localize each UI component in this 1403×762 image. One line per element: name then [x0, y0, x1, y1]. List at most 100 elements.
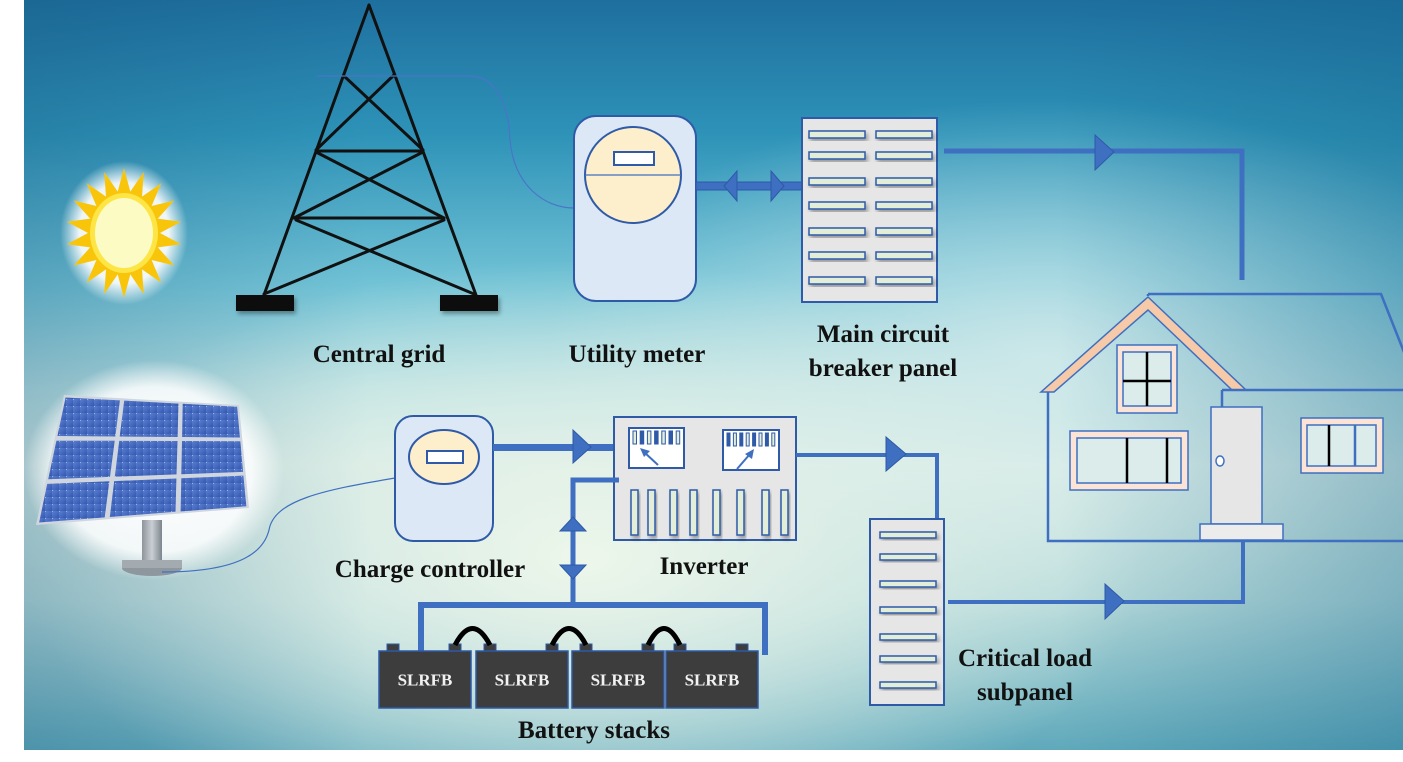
breaker-slot: [875, 177, 933, 186]
gauge-tick: [726, 432, 731, 447]
breaker-slot: [879, 655, 937, 663]
charge-controller-icon[interactable]: [394, 415, 494, 542]
solar-cell: [39, 481, 110, 523]
breaker-slot: [808, 177, 866, 186]
gauge-tick: [739, 432, 744, 447]
critical-subpanel-label-line1: Critical load: [957, 645, 1092, 672]
inverter-icon[interactable]: [613, 416, 797, 541]
battery-jumper-cable: [452, 626, 493, 647]
battery-body: [665, 650, 759, 709]
breaker-slot: [808, 201, 866, 210]
battery-stacks-label: Battery stacks: [517, 717, 671, 744]
battery-body: [475, 650, 569, 709]
gauge-tick: [758, 432, 763, 447]
breaker-slot: [808, 227, 866, 236]
breaker-slot: [808, 276, 866, 285]
breaker-slot: [879, 580, 937, 588]
breaker-slot: [879, 681, 937, 689]
tower-foot-left: [236, 295, 294, 311]
battery-body: [378, 650, 472, 709]
sun-icon: [60, 161, 188, 305]
solar-cell: [114, 440, 178, 477]
solar-cell: [57, 397, 120, 437]
diagram-svg: SLRFB SLRFB SLRFB SLRFB: [24, 3, 1403, 709]
utility-meter-icon[interactable]: [573, 115, 697, 302]
battery-label: SLRFB: [685, 671, 740, 690]
inverter-slot: [630, 489, 639, 536]
main-breaker-panel-icon[interactable]: [801, 117, 938, 303]
battery-body: [571, 650, 665, 709]
gauge-tick: [745, 432, 750, 447]
gauge-tick: [632, 430, 637, 445]
critical-subpanel-label: Critical load subpanel: [950, 642, 1100, 710]
tower-foot-right: [440, 295, 498, 311]
main-panel-label: Main circuit breaker panel: [788, 318, 978, 386]
solar-panel-icon: [24, 360, 284, 580]
transmission-tower-icon: [262, 3, 478, 297]
inverter-to-subpanel-link: [796, 435, 939, 520]
breaker-slot: [808, 130, 866, 139]
central-grid-label: Central grid: [312, 341, 446, 368]
controller-to-inverter-link: [493, 428, 617, 465]
inverter-slot: [669, 489, 678, 536]
battery-label: SLRFB: [495, 671, 550, 690]
solar-cell: [119, 400, 179, 437]
battery-label: SLRFB: [398, 671, 453, 690]
panel-to-house-link: [944, 133, 1245, 280]
gauge-tick: [654, 430, 659, 445]
inverter-gauge-right: [722, 429, 780, 471]
main-panel-label-line1: Main circuit: [816, 321, 950, 348]
subpanel-to-house-link: [948, 541, 1245, 621]
breaker-slot: [808, 151, 866, 160]
inverter-slot: [647, 489, 656, 536]
inverter-slot: [761, 489, 770, 536]
solar-cell: [109, 478, 177, 517]
gauge-tick: [764, 432, 769, 447]
breaker-slot: [808, 251, 866, 260]
solar-cell: [181, 441, 244, 475]
inverter-label: Inverter: [659, 553, 749, 580]
breaker-slot: [875, 227, 933, 236]
breaker-slot: [875, 151, 933, 160]
gauge-tick: [661, 430, 666, 445]
grid-to-meter-wire: [316, 75, 575, 209]
battery-cell: SLRFB: [665, 643, 759, 709]
inverter-gauge-left: [628, 427, 685, 469]
breaker-slot: [875, 201, 933, 210]
gauge-tick: [752, 432, 757, 447]
breaker-slot: [879, 553, 937, 561]
diagram-canvas: SLRFB SLRFB SLRFB SLRFB Central grid Utilit…: [24, 0, 1403, 750]
utility-meter-label: Utility meter: [568, 341, 706, 368]
gauge-tick: [668, 430, 673, 445]
breaker-slot: [879, 633, 937, 641]
inverter-slot: [736, 489, 745, 536]
solar-cell: [180, 475, 247, 512]
gauge-tick: [646, 430, 652, 445]
gauge-tick: [771, 432, 776, 447]
breaker-slot: [879, 606, 937, 614]
solar-to-controller-wire: [161, 477, 396, 573]
battery-cell: SLRFB: [475, 643, 569, 709]
house-icon: [1039, 292, 1403, 543]
battery-label: SLRFB: [591, 671, 646, 690]
battery-cell: SLRFB: [378, 643, 472, 709]
breaker-slot: [875, 276, 933, 285]
critical-subpanel-label-line2: subpanel: [977, 679, 1073, 706]
inverter-slot: [780, 489, 789, 536]
critical-subpanel-icon[interactable]: [869, 518, 945, 706]
solar-cell: [48, 440, 115, 480]
main-panel-label-line2: breaker panel: [808, 355, 958, 382]
breaker-slot: [879, 531, 937, 539]
breaker-slot: [875, 251, 933, 260]
battery-jumper-cable: [645, 626, 683, 647]
gauge-tick: [675, 430, 681, 445]
battery-cell: SLRFB: [571, 643, 665, 709]
meter-panel-link: [695, 169, 809, 203]
breaker-slot: [875, 130, 933, 139]
battery-stacks-icon: SLRFB SLRFB SLRFB SLRFB: [378, 626, 759, 709]
charge-controller-label: Charge controller: [334, 556, 526, 583]
inverter-slot: [689, 489, 698, 536]
inverter-slot: [712, 489, 721, 536]
gauge-tick: [639, 430, 645, 445]
inverter-battery-link: [418, 477, 768, 655]
